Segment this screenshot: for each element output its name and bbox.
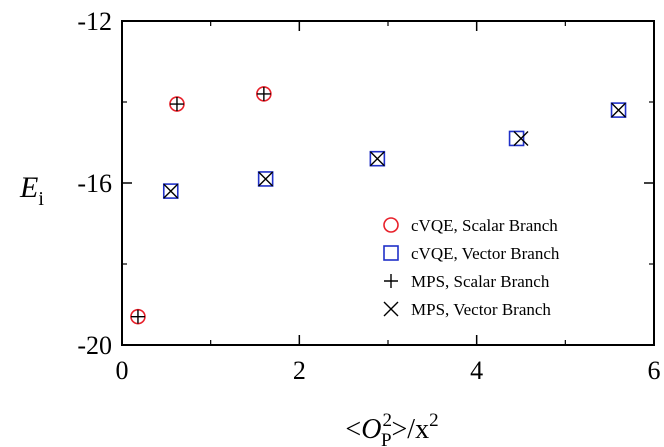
data-point-square <box>257 171 274 187</box>
x-tick-label: 4 <box>470 356 483 385</box>
data-point-cross <box>163 183 179 199</box>
x-axis-title-open: < <box>345 414 361 445</box>
data-point-plus <box>256 86 271 101</box>
data-point-plus <box>169 97 184 112</box>
y-tick-label: -20 <box>77 331 112 360</box>
ticks-layer: 0 2 4 6 -20 -16 -12 <box>77 7 660 385</box>
data-point-square <box>162 183 179 199</box>
data-point-square <box>610 102 627 118</box>
series-circle <box>130 86 272 325</box>
y-axis-title: Ei <box>19 171 44 210</box>
x-axis-title-sup: 2 <box>382 410 392 431</box>
x-tick-label: 2 <box>293 356 306 385</box>
y-tick-label: -16 <box>77 169 112 198</box>
x-tick-label: 0 <box>116 356 129 385</box>
legend-marker-cross <box>383 301 399 317</box>
x-axis-title-close: >/x <box>392 414 430 445</box>
legend-marker-square <box>383 245 399 261</box>
legend-label: MPS, Scalar Branch <box>411 272 550 291</box>
legend-marker-circle <box>383 217 399 233</box>
data-point-cross <box>369 151 385 167</box>
y-axis-title-main: E <box>19 171 38 204</box>
data-point-cross <box>513 130 529 146</box>
x-axis-title-o: O <box>361 414 381 445</box>
plot-frame <box>121 20 655 346</box>
data-point-plus <box>130 309 145 324</box>
x-axis-title-sup2: 2 <box>429 410 439 431</box>
legend-marker-plus <box>384 274 398 288</box>
y-axis-title-sub: i <box>38 188 44 210</box>
legend: cVQE, Scalar Branch cVQE, Vector BranchMP… <box>383 216 560 319</box>
data-point-square <box>508 130 525 147</box>
legend-label: cVQE, Scalar Branch <box>411 216 558 235</box>
y-tick-label: -12 <box>77 7 112 36</box>
x-tick-label: 6 <box>648 356 661 385</box>
marks-layer <box>130 86 627 325</box>
series-plus <box>130 86 271 324</box>
series-cross <box>163 102 627 199</box>
x-axis-title-sub: P <box>381 430 392 447</box>
legend-label: MPS, Vector Branch <box>411 300 551 319</box>
data-point-cross <box>258 171 274 187</box>
data-point-square <box>369 150 386 167</box>
legend-label: cVQE, Vector Branch <box>411 244 560 263</box>
data-point-cross <box>611 102 627 118</box>
series-square <box>162 102 627 199</box>
